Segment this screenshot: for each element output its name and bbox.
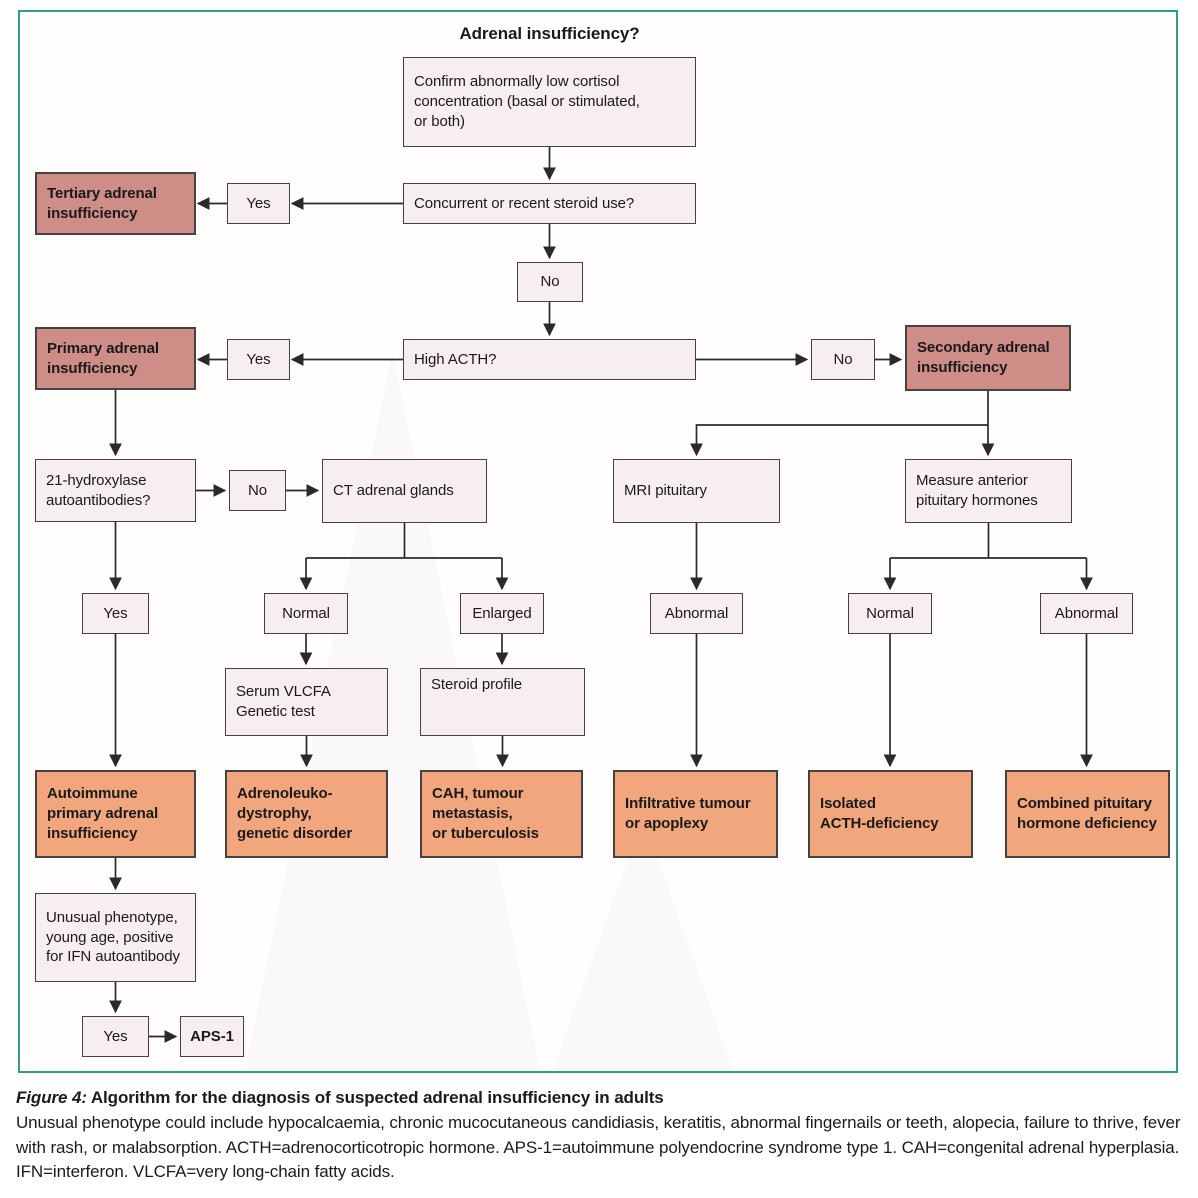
node-infiltrative-tumour: Infiltrative tumour or apoplexy <box>613 770 778 858</box>
node-primary-adrenal-insufficiency: Primary adrenal insufficiency <box>35 327 196 390</box>
figure-caption: Figure 4: Algorithm for the diagnosis of… <box>16 1086 1188 1185</box>
node-yes-tertiary: Yes <box>227 183 290 224</box>
node-steroid-profile: Steroid profile <box>420 668 585 736</box>
diagram-title: Adrenal insufficiency? <box>459 24 640 43</box>
node-adrenoleukodystrophy: Adrenoleuko- dystrophy, genetic disorder <box>225 770 388 858</box>
node-no-hydroxylase: No <box>229 470 286 511</box>
node-abnormal-hormones: Abnormal <box>1040 593 1133 634</box>
node-ct-adrenal-glands: CT adrenal glands <box>322 459 487 523</box>
node-tertiary-adrenal-insufficiency: Tertiary adrenal insufficiency <box>35 172 196 235</box>
caption-heading: Algorithm for the diagnosis of suspected… <box>86 1088 664 1107</box>
node-abnormal-mri: Abnormal <box>650 593 743 634</box>
node-isolated-acth-deficiency: Isolated ACTH-deficiency <box>808 770 973 858</box>
node-normal-ct: Normal <box>264 593 348 634</box>
node-no-acth: No <box>811 339 875 380</box>
node-confirm-cortisol: Confirm abnormally low cortisol concentr… <box>403 57 696 147</box>
node-yes-primary: Yes <box>227 339 290 380</box>
node-aps1: APS-1 <box>180 1016 244 1057</box>
node-combined-pituitary-deficiency: Combined pituitary hormone deficiency <box>1005 770 1170 858</box>
node-secondary-adrenal-insufficiency: Secondary adrenal insufficiency <box>905 325 1071 391</box>
node-21-hydroxylase: 21-hydroxylase autoantibodies? <box>35 459 196 522</box>
node-autoimmune-primary: Autoimmune primary adrenal insufficiency <box>35 770 196 858</box>
node-normal-hormones: Normal <box>848 593 932 634</box>
caption-title-line: Figure 4: Algorithm for the diagnosis of… <box>16 1086 1188 1110</box>
node-enlarged-ct: Enlarged <box>460 593 544 634</box>
caption-body: Unusual phenotype could include hypocalc… <box>16 1113 1181 1182</box>
node-yes-hydroxylase: Yes <box>82 593 149 634</box>
node-mri-pituitary: MRI pituitary <box>613 459 780 523</box>
node-high-acth: High ACTH? <box>403 339 696 380</box>
node-cah-tumour-tb: CAH, tumour metastasis, or tuberculosis <box>420 770 583 858</box>
node-no-steroid: No <box>517 262 583 302</box>
node-yes-phenotype: Yes <box>82 1016 149 1057</box>
node-unusual-phenotype: Unusual phenotype, young age, positive f… <box>35 893 196 982</box>
node-serum-vlcfa: Serum VLCFA Genetic test <box>225 668 388 736</box>
caption-figure-label: Figure 4: <box>16 1088 87 1107</box>
node-measure-pituitary-hormones: Measure anterior pituitary hormones <box>905 459 1072 523</box>
node-steroid-use: Concurrent or recent steroid use? <box>403 183 696 224</box>
